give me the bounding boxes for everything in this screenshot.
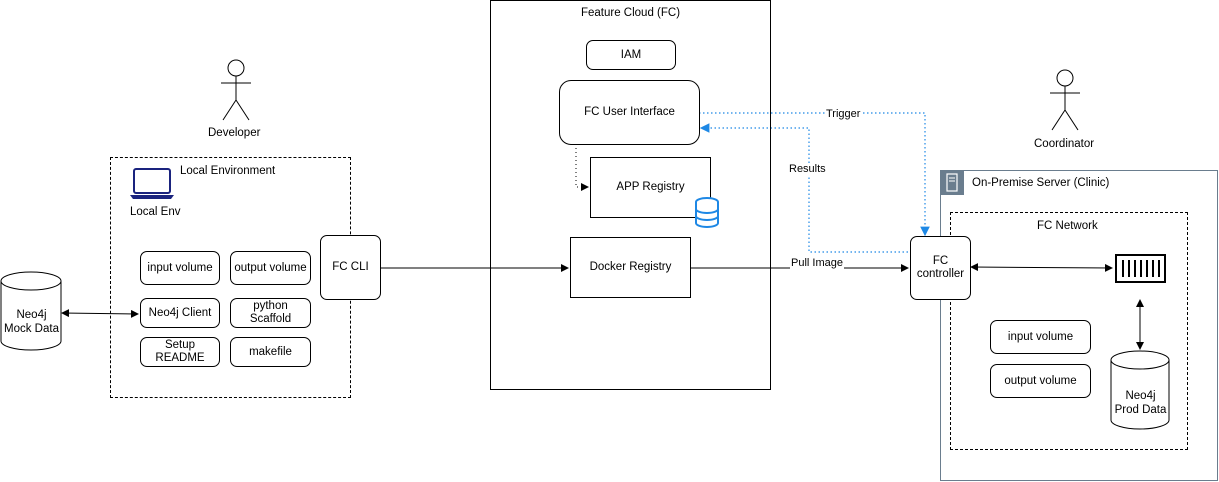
laptop-icon [130,168,174,199]
fc-network-group [950,212,1188,450]
server-output-volume[interactable]: output volume [990,364,1091,398]
prod-data-label: Neo4j Prod Data [1114,390,1167,416]
app-registry[interactable]: APP Registry [590,157,711,218]
fc-user-interface[interactable]: FC User Interface [559,80,700,145]
on-premise-server-title: On-Premise Server (Clinic) [972,177,1110,189]
container-icon [1115,254,1166,283]
mock-data-cylinder-icon [0,271,62,351]
app-registry-label: APP Registry [616,181,685,193]
edge-controller-container [970,263,1113,272]
python-scaffold[interactable]: python Scaffold [230,298,311,328]
coordinator-actor-icon [1050,69,1080,131]
trigger-label: Trigger [825,108,862,120]
coordinator-label: Coordinator [1034,138,1095,150]
pull-image-label: Pull Image [790,257,844,269]
results-label: Results [788,163,827,175]
local-output-volume[interactable]: output volume [230,251,311,285]
developer-actor-icon [221,59,251,121]
on-premise-server-group [940,170,1218,481]
fc-cli[interactable]: FC CLI [320,235,381,300]
server-input-volume[interactable]: input volume [990,320,1091,354]
setup-readme[interactable]: Setup README [140,337,220,367]
developer-label: Developer [208,127,261,139]
neo4j-client[interactable]: Neo4j Client [140,298,220,328]
mock-data-label: Neo4j Mock Data [4,309,59,335]
edge-mockdata-neo4jclient [61,309,139,318]
mock-data-database: Neo4j Mock Data [0,271,63,352]
prod-data-database: Neo4j Prod Data [1110,350,1171,431]
local-environment-title: Local Environment [180,165,276,177]
database-icon [695,197,719,228]
edge-ui-appregistry [575,148,589,191]
fc-controller[interactable]: FC controller [910,236,971,300]
iam[interactable]: IAM [586,40,676,70]
local-env-label: Local Env [130,206,181,218]
docker-registry[interactable]: Docker Registry [570,237,691,298]
edge-results [699,123,908,253]
fc-network-title: FC Network [1037,220,1098,232]
makefile[interactable]: makefile [230,337,311,367]
server-icon [940,170,964,195]
feature-cloud-group [490,0,771,390]
prod-data-cylinder-icon [1110,350,1170,430]
local-input-volume[interactable]: input volume [140,251,220,285]
feature-cloud-title: Feature Cloud (FC) [580,7,681,19]
